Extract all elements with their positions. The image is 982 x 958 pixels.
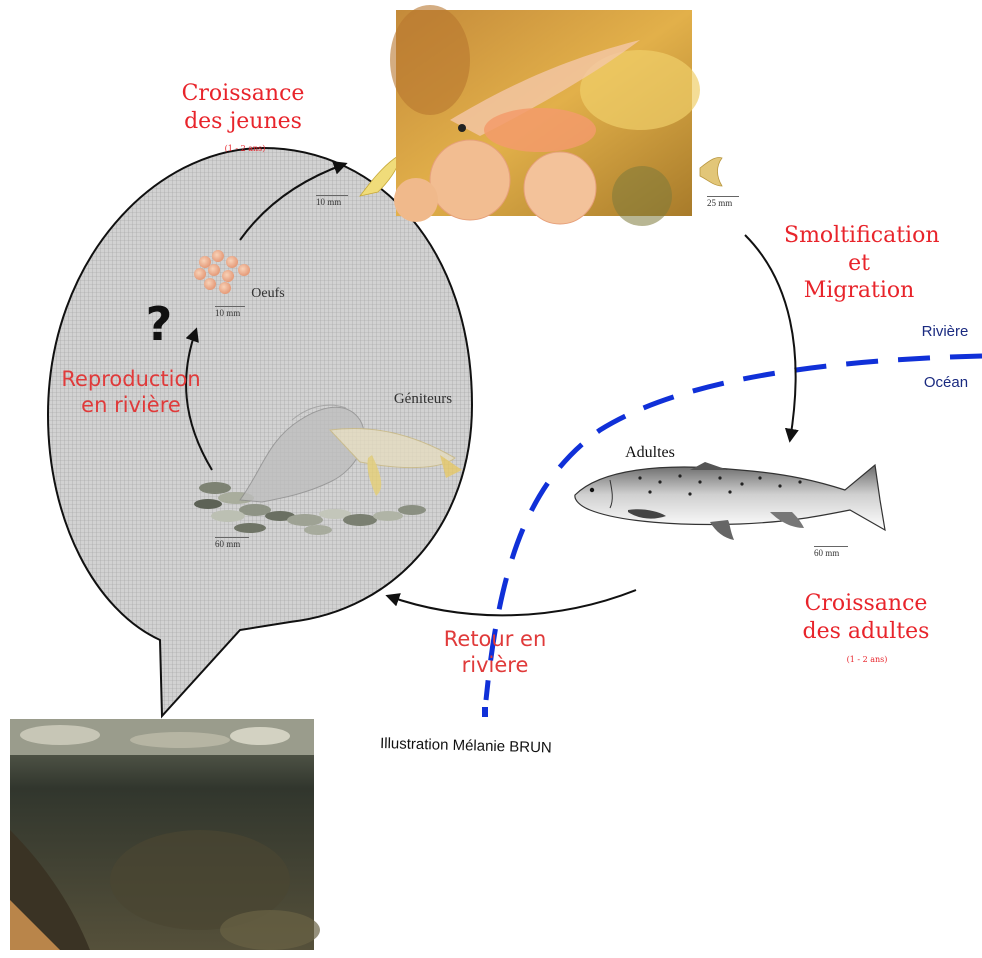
label-reproduction: Reproduction en rivière [56, 366, 206, 419]
label-growth-young-duration: (1 - 2 ans) [210, 144, 280, 154]
label-riviere: Rivière [910, 323, 980, 342]
scale-fry: 10 mm [316, 195, 348, 207]
label-spawners: Géniteurs [378, 390, 468, 409]
question-mark: ? [134, 296, 184, 354]
label-ocean: Océan [916, 374, 976, 393]
scale-spawners: 60 mm [215, 537, 249, 549]
alevin-photo [390, 5, 700, 226]
adult-salmon [575, 462, 885, 540]
label-return: Retour en rivière [430, 626, 560, 679]
speech-bubble [48, 148, 472, 716]
label-smoltification: Smoltification et Migration [784, 222, 934, 305]
label-growth-young: Croissance des jeunes [168, 80, 318, 135]
scale-eggs: 10 mm [215, 306, 245, 318]
river-photo [10, 719, 320, 950]
label-eggs: Oeufs [238, 285, 298, 303]
label-adults: Adultes [610, 443, 690, 463]
scale-adults: 60 mm [814, 546, 848, 558]
label-growth-adults: Croissance des adultes [796, 590, 936, 645]
arrow-return [388, 590, 636, 615]
label-growth-adults-duration: (1 - 2 ans) [832, 655, 902, 665]
scale-juvenile: 25 mm [707, 196, 739, 208]
